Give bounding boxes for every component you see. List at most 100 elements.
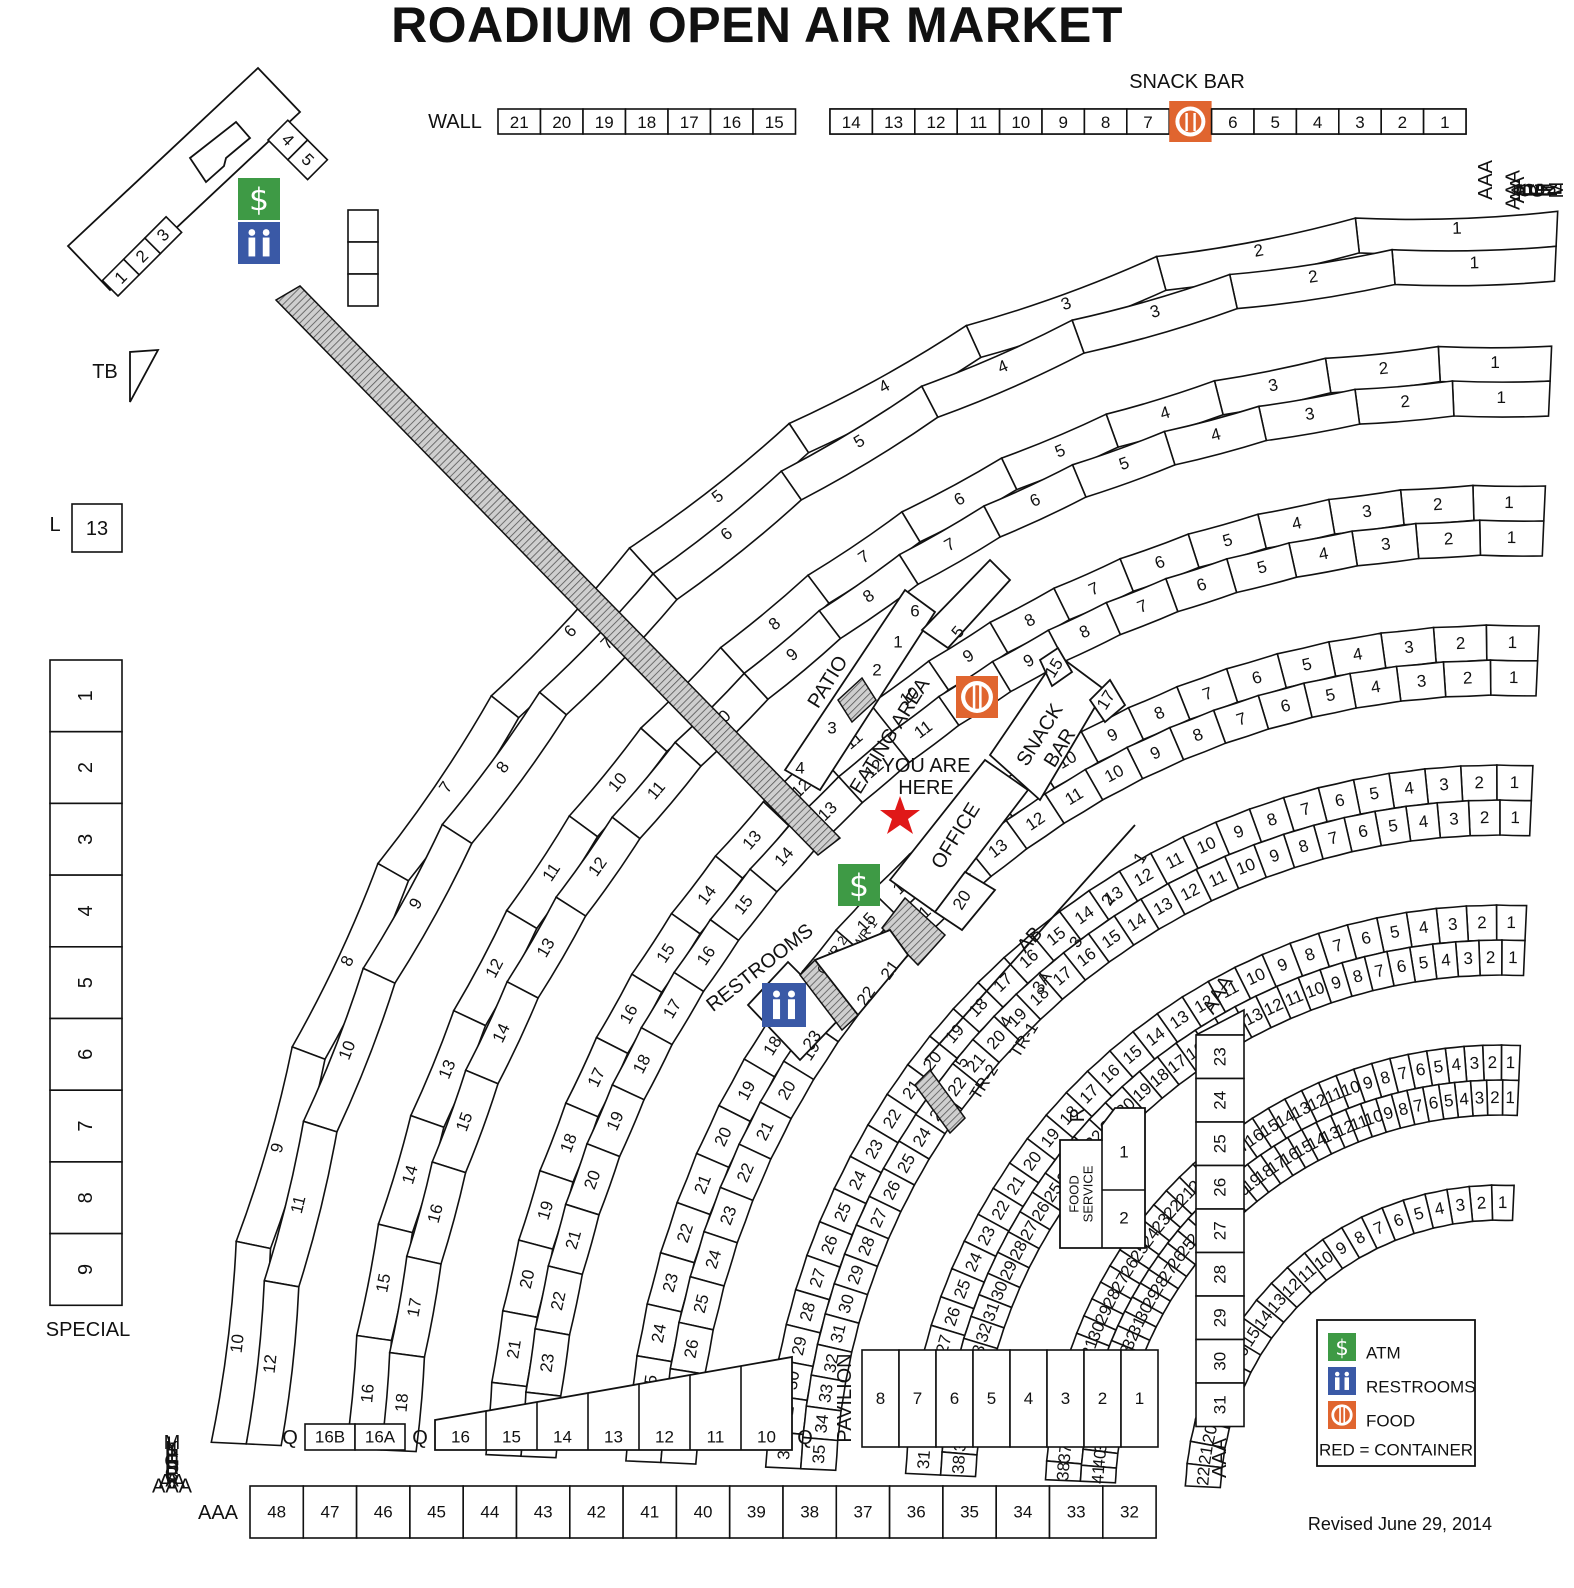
stall-I-4-number: 4	[1290, 513, 1303, 534]
special-stall-number: 8	[75, 1192, 97, 1203]
aaa-bottom-stall[interactable]	[728, 1485, 784, 1539]
wall-stall-number: 8	[1101, 113, 1110, 132]
row-B-top-label: B	[1513, 183, 1535, 196]
top-left-stall-upper[interactable]	[286, 138, 329, 181]
stall-l13[interactable]	[71, 503, 123, 553]
atm-icon-top-left	[238, 178, 280, 220]
stall-AAA-1-number: 1	[1498, 1193, 1508, 1212]
stall-AAA-22[interactable]	[1184, 1462, 1223, 1489]
aaa-bottom-stall[interactable]	[835, 1485, 891, 1539]
special-stall[interactable]	[49, 1232, 123, 1307]
stall-C-4-number: 4	[1418, 918, 1430, 938]
aaa-right-stall[interactable]	[1195, 1295, 1245, 1341]
aaa-bottom-stall[interactable]	[355, 1485, 411, 1539]
aaa-bottom-stall[interactable]	[302, 1485, 358, 1539]
wall-stall[interactable]	[871, 108, 916, 135]
aaa-right-stall[interactable]	[1195, 1164, 1245, 1210]
q-row-stall-number: 16	[451, 1428, 470, 1447]
stall-17-box[interactable]	[1088, 678, 1127, 724]
pavilion-stall-number: 4	[1024, 1389, 1033, 1408]
aaa-bottom-stall[interactable]	[249, 1485, 305, 1539]
aaa-right-stall[interactable]	[1195, 1208, 1245, 1254]
special-stall-number: 2	[75, 762, 97, 773]
food-service-label-1: FOOD	[1067, 1175, 1082, 1213]
revised-date: Revised June 29, 2014	[1308, 1514, 1492, 1534]
special-stall[interactable]	[49, 1161, 123, 1235]
aaa-bottom-stall[interactable]	[942, 1485, 998, 1539]
special-stall[interactable]	[49, 1017, 123, 1091]
stall-D-34-number: 34	[811, 1413, 832, 1434]
you-are-here-label-1: YOU ARE	[882, 755, 971, 777]
row-E-top-label: E	[1521, 183, 1543, 196]
stall-N-2[interactable]	[347, 241, 379, 275]
pavilion-stall[interactable]	[1009, 1349, 1048, 1448]
aaa-bottom-stall[interactable]	[1102, 1485, 1157, 1539]
wall-stall[interactable]	[752, 108, 797, 135]
stall-C-1-number: 1	[1506, 913, 1516, 932]
wall-stall-number: 1	[1440, 113, 1449, 132]
stall-B-38[interactable]	[939, 1451, 978, 1478]
wall-stall[interactable]	[1295, 108, 1340, 135]
wall-stall[interactable]	[956, 108, 1001, 135]
wall-stall-number: 19	[595, 113, 614, 132]
row-AAA-left-label: AAA	[152, 1476, 193, 1498]
stall-K-16-number: 16	[357, 1383, 378, 1404]
stall-A-4-number: 4	[1451, 1055, 1462, 1075]
stall-AA-41[interactable]	[1079, 1464, 1118, 1484]
gwr-stalls-box	[813, 928, 910, 1017]
wall-stall[interactable]	[582, 108, 627, 135]
stall-office-20[interactable]	[933, 870, 997, 932]
pavilion-stall[interactable]	[898, 1349, 937, 1448]
special-stall-number: 9	[75, 1264, 97, 1275]
wall-stall[interactable]	[1126, 108, 1171, 135]
wall-stall[interactable]	[998, 108, 1043, 135]
wall-stall[interactable]	[539, 108, 584, 135]
stall-N-1[interactable]	[347, 209, 379, 243]
stall-D-35[interactable]	[799, 1436, 839, 1472]
svg-text:$: $	[849, 868, 869, 904]
pavilion-stall[interactable]	[1046, 1349, 1085, 1448]
wall-stall[interactable]	[1422, 108, 1467, 135]
pavilion-stall[interactable]	[1083, 1349, 1122, 1448]
stall-F-24-number: 24	[702, 1247, 726, 1271]
aaa-bottom-stall[interactable]	[462, 1485, 518, 1539]
stall-L-12[interactable]	[245, 1279, 300, 1447]
special-stall[interactable]	[49, 802, 123, 876]
aaa-bottom-stall[interactable]	[1048, 1485, 1104, 1539]
special-stall[interactable]	[49, 874, 123, 948]
wall-stall[interactable]	[1210, 108, 1255, 135]
special-stall[interactable]	[49, 945, 123, 1020]
pavilion-stall-number: 2	[1098, 1389, 1107, 1408]
aaa-right-stall[interactable]	[1195, 1338, 1245, 1384]
stall-5-box[interactable]	[920, 558, 1012, 650]
aaa-bottom-stall[interactable]	[622, 1485, 678, 1539]
stall-B-4-number: 4	[1440, 950, 1451, 970]
pavilion-stall[interactable]	[861, 1349, 900, 1448]
aaa-bottom-stall[interactable]	[995, 1485, 1051, 1539]
special-stall[interactable]	[49, 1089, 123, 1163]
pavilion-stall[interactable]	[935, 1349, 974, 1448]
aaa-bottom-stall[interactable]	[675, 1485, 731, 1539]
stall-N-3[interactable]	[347, 273, 379, 307]
top-left-stall[interactable]	[143, 215, 183, 255]
aaa-bottom-stall[interactable]	[409, 1485, 464, 1539]
q-small-stall[interactable]	[304, 1423, 356, 1451]
aaa-bottom-stall[interactable]	[888, 1485, 944, 1539]
map-title: ROADIUM OPEN AIR MARKET	[391, 0, 1123, 53]
stall-H-22-number: 22	[547, 1290, 569, 1312]
stall-15-box[interactable]	[1038, 646, 1074, 688]
aaa-right-stall[interactable]	[1195, 1034, 1245, 1080]
pavilion-stall[interactable]	[1120, 1349, 1159, 1448]
wall-stall[interactable]	[667, 108, 712, 135]
wall-stall[interactable]	[497, 108, 542, 135]
aaa-right-stall[interactable]	[1195, 1382, 1245, 1428]
aaa-right-stall[interactable]	[1195, 1251, 1245, 1297]
q-small-stall[interactable]	[354, 1423, 406, 1451]
pavilion-stall[interactable]	[972, 1349, 1011, 1448]
wall-stall[interactable]	[829, 108, 874, 135]
stall-E-3-number: 3	[1439, 775, 1450, 795]
wall-stall-number: 4	[1313, 113, 1322, 132]
aaa-bottom-stall-number: 45	[427, 1503, 446, 1522]
q-label-left: Q	[282, 1427, 298, 1449]
row-E-left-label: E	[165, 1457, 178, 1479]
